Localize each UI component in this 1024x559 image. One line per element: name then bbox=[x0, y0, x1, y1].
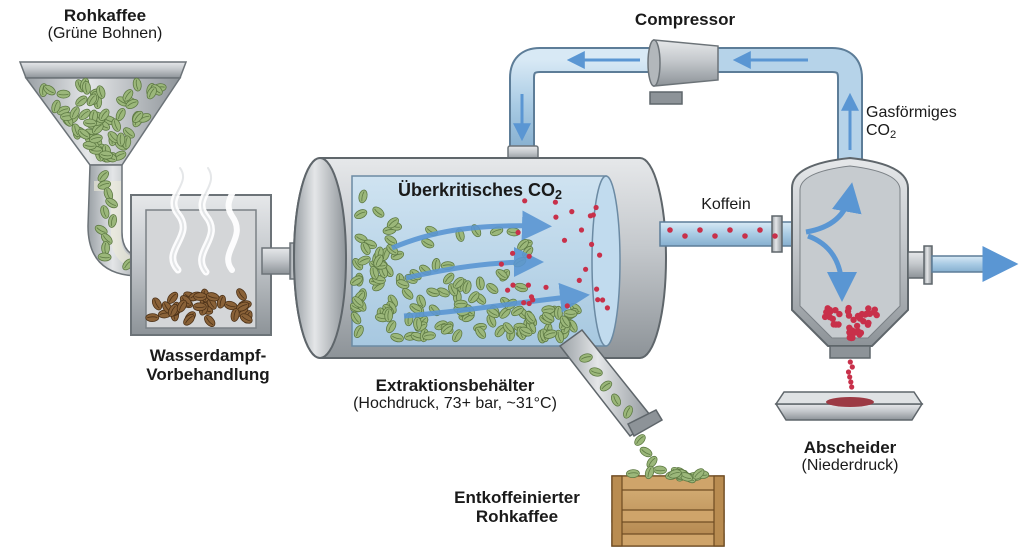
compressor-icon bbox=[647, 39, 719, 105]
supercritical-co2-label: Überkritisches CO2 bbox=[380, 180, 580, 202]
supercritical-flow-arrows bbox=[391, 210, 590, 319]
decaf-coffee-label: Entkoffeinierter Rohkaffee bbox=[432, 488, 602, 526]
separator-vessel bbox=[791, 156, 987, 359]
decaf-coffee-crate bbox=[611, 475, 725, 547]
raw-coffee-label: Rohkaffee (Grüne Bohnen) bbox=[10, 6, 200, 43]
gas-line2: CO bbox=[866, 121, 890, 139]
extraction-subtitle: (Hochdruck, 73+ bar, ~31°C) bbox=[353, 395, 557, 413]
hopper-green-beans bbox=[39, 77, 267, 275]
supercritical-text: Überkritisches CO bbox=[397, 180, 556, 200]
steam-pretreatment-chamber bbox=[130, 194, 305, 336]
steam-pretreatment-label: Wasserdampf- Vorbehandlung bbox=[118, 346, 298, 384]
caffeine-dots-vessel bbox=[498, 198, 611, 311]
crate-green-beans bbox=[626, 465, 710, 484]
co2-return-pipe bbox=[507, 47, 863, 168]
flow-arrows-top bbox=[513, 51, 859, 150]
separator-flow-arrows bbox=[805, 182, 862, 302]
steam-icon bbox=[169, 164, 240, 276]
steamed-beans-pile bbox=[145, 288, 253, 327]
falling-decaf-beans bbox=[579, 353, 667, 475]
gaseous-co2-label: Gasförmiges CO2 bbox=[866, 104, 976, 141]
gas-line1: Gasförmiges bbox=[866, 104, 957, 121]
caffeine-deposit bbox=[821, 304, 880, 390]
extraction-vessel-label: Extraktionsbehälter (Hochdruck, 73+ bar,… bbox=[330, 376, 580, 413]
separator-label: Abscheider (Niederdruck) bbox=[770, 438, 930, 475]
separator-subtitle: (Niederdruck) bbox=[801, 457, 899, 475]
raw-coffee-subtitle: (Grüne Bohnen) bbox=[47, 25, 163, 43]
caffeine-transfer-pipe bbox=[659, 215, 801, 253]
raw-coffee-title: Rohkaffee bbox=[63, 6, 147, 25]
decaf-line1: Entkoffeinierter bbox=[454, 488, 580, 507]
steam-line1: Wasserdampf- bbox=[149, 346, 267, 365]
separator-title: Abscheider bbox=[803, 438, 897, 457]
steam-line2: Vorbehandlung bbox=[146, 365, 270, 385]
supercritical-sub: 2 bbox=[555, 188, 563, 203]
decaf-line2: Rohkaffee bbox=[475, 507, 559, 527]
caffeine-dots-pipe bbox=[667, 227, 778, 239]
extraction-title: Extraktionsbehälter bbox=[375, 376, 535, 395]
gas-sub: 2 bbox=[890, 128, 897, 141]
caffeine-label: Koffein bbox=[701, 196, 751, 213]
compressor-label: Compressor bbox=[634, 10, 736, 29]
caffeine-collection-tray bbox=[774, 391, 924, 421]
